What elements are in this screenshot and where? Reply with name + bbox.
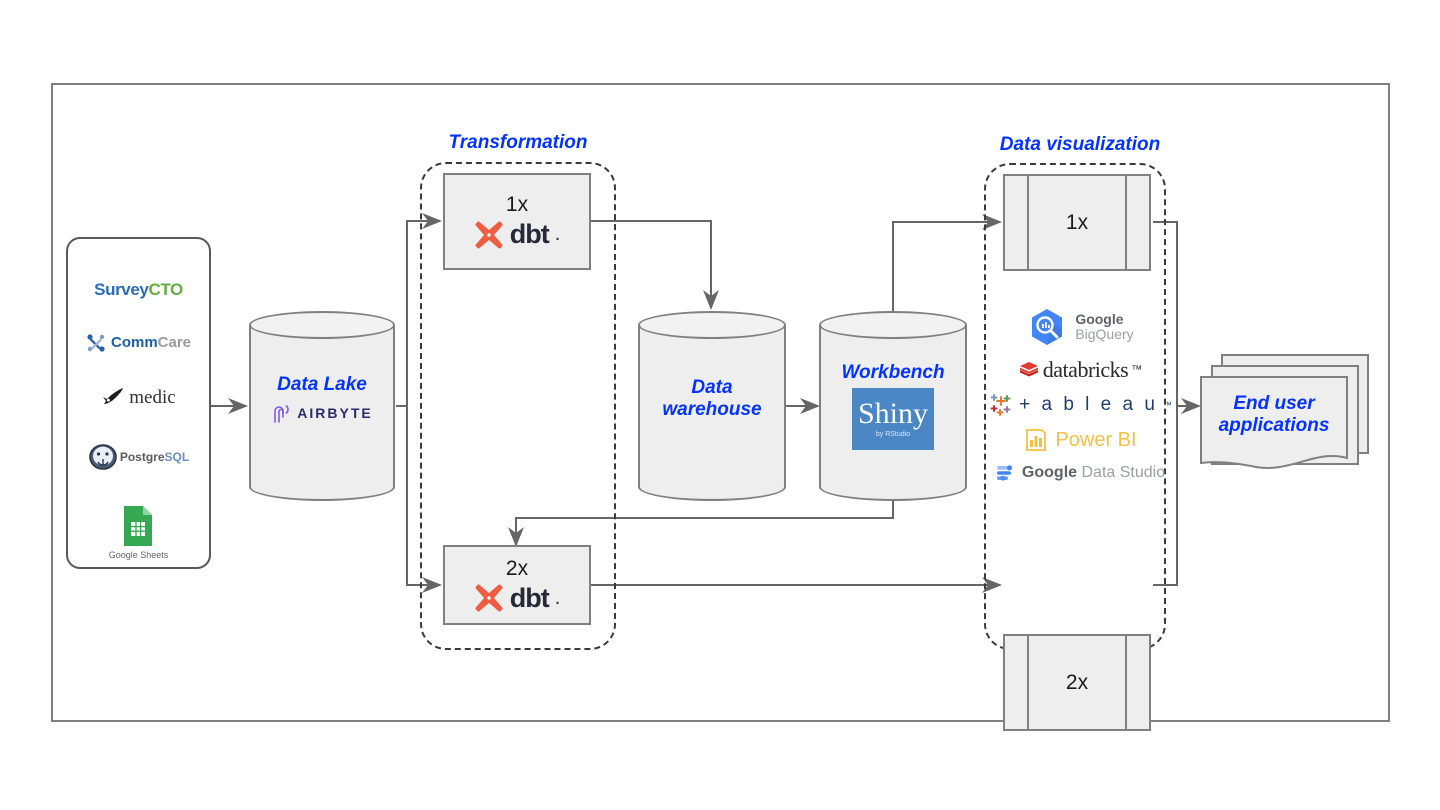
airbyte-icon — [274, 405, 290, 424]
power-bi-icon — [1026, 429, 1047, 451]
dbt-1x-count: 1x — [505, 193, 529, 216]
bigquery-text-a: Google — [1075, 311, 1124, 328]
dbt-icon — [475, 221, 503, 248]
data-warehouse-cylinder-body — [638, 325, 786, 487]
viz-1x-right-divider — [1125, 174, 1127, 271]
commcare-text-b: Care — [157, 334, 192, 352]
google-data-studio-icon — [996, 465, 1013, 481]
viz-2x-left-divider — [1027, 634, 1029, 731]
shiny-text: Shiny — [857, 397, 929, 431]
node-dbt-1x[interactable]: 1x dbt . — [443, 173, 591, 270]
bi-google-bigquery: Google BigQuery — [1026, 306, 1134, 348]
end-user-label-line1: End user — [1233, 393, 1315, 414]
workbench-cylinder-top — [819, 311, 967, 339]
end-user-label-line2: applications — [1218, 414, 1330, 436]
end-user-label: End user applications — [1201, 393, 1347, 437]
bi-databricks: databricks ™ — [1018, 357, 1142, 383]
transformation-group-boundary — [420, 162, 616, 650]
source-postgresql: PostgreSQL — [88, 442, 189, 472]
node-workbench: Workbench Shiny by RStudio — [819, 311, 967, 501]
postgresql-text-a: Postgre — [119, 450, 165, 465]
workbench-label: Workbench — [841, 362, 945, 384]
dbt-1x-text: dbt — [509, 219, 550, 249]
commcare-text-a: Comm — [110, 334, 158, 352]
power-bi-text: Power BI — [1055, 428, 1137, 451]
node-dbt-2x[interactable]: 2x dbt . — [443, 545, 591, 625]
bi-tool-list: Google BigQuery databricks ™ — [990, 306, 1172, 484]
extraction-source-list: SurveyCTO CommCare medic — [68, 280, 209, 560]
shiny-logo: Shiny by RStudio — [852, 387, 934, 450]
viz-2x-right-divider — [1125, 634, 1127, 731]
dbt-2x-text: dbt — [509, 582, 550, 613]
postgresql-elephant-icon — [89, 444, 117, 471]
medic-bird-icon — [103, 387, 124, 404]
dbt-icon — [475, 584, 503, 612]
postgresql-text-b: SQL — [164, 450, 190, 465]
google-sheets-icon — [124, 506, 153, 546]
source-surveycto: SurveyCTO — [94, 280, 183, 300]
node-viz-1x[interactable]: 1x — [1003, 174, 1151, 271]
databricks-text: databricks — [1042, 357, 1129, 382]
group-title-transformation: Transformation — [448, 132, 588, 153]
bi-tableau: + a b l e a u ™ — [988, 392, 1172, 418]
data-lake-cylinder-top — [249, 311, 395, 339]
shiny-subtext: by RStudio — [875, 431, 911, 439]
bigquery-text-b: BigQuery — [1075, 326, 1134, 342]
tableau-text: + a b l e a u — [1019, 394, 1158, 415]
source-medic: medic — [101, 386, 176, 410]
source-google-sheets: Google Sheets — [108, 505, 169, 560]
node-viz-2x[interactable]: 2x — [1003, 634, 1151, 731]
group-title-visualization: Data visualization — [999, 134, 1161, 155]
data-lake-cylinder-body — [249, 325, 395, 487]
commcare-icon — [87, 334, 105, 352]
dbt-2x-count: 2x — [505, 556, 529, 580]
data-warehouse-label-line2: warehouse — [662, 399, 762, 420]
viz-2x-count: 2x — [1065, 670, 1089, 694]
viz-1x-count: 1x — [1065, 210, 1089, 234]
databricks-icon — [1019, 362, 1038, 377]
google-sheets-text: Google Sheets — [108, 550, 169, 560]
surveycto-text-b: CTO — [148, 280, 183, 299]
node-end-user-applications: End user applications — [1196, 345, 1376, 485]
gds-text-b: Data Studio — [1081, 464, 1166, 481]
data-warehouse-cylinder-top — [638, 311, 786, 339]
medic-text: medic — [129, 386, 176, 408]
surveycto-text-a: Survey — [94, 280, 149, 299]
node-data-warehouse: Data warehouse — [638, 311, 786, 501]
viz-1x-left-divider — [1027, 174, 1029, 271]
dbt-1x-logo: dbt . — [474, 219, 560, 250]
airbyte-text: AIRBYTE — [297, 405, 373, 422]
dbt-2x-logo: dbt . — [474, 582, 560, 614]
google-bigquery-icon — [1032, 309, 1063, 345]
bi-google-data-studio: Google Data Studio — [995, 462, 1165, 484]
airbyte-logo: AIRBYTE — [271, 402, 372, 424]
data-lake-label: Data Lake — [277, 373, 367, 395]
end-user-doc-stack-icon — [1200, 354, 1369, 469]
source-commcare: CommCare — [86, 333, 191, 353]
bi-power-bi: Power BI — [1023, 427, 1137, 453]
tableau-icon — [990, 394, 1011, 416]
gds-text-a: Google — [1021, 464, 1078, 481]
node-data-lake: Data Lake AIRBYTE — [249, 311, 395, 501]
data-warehouse-label-line1: Data — [691, 377, 733, 399]
